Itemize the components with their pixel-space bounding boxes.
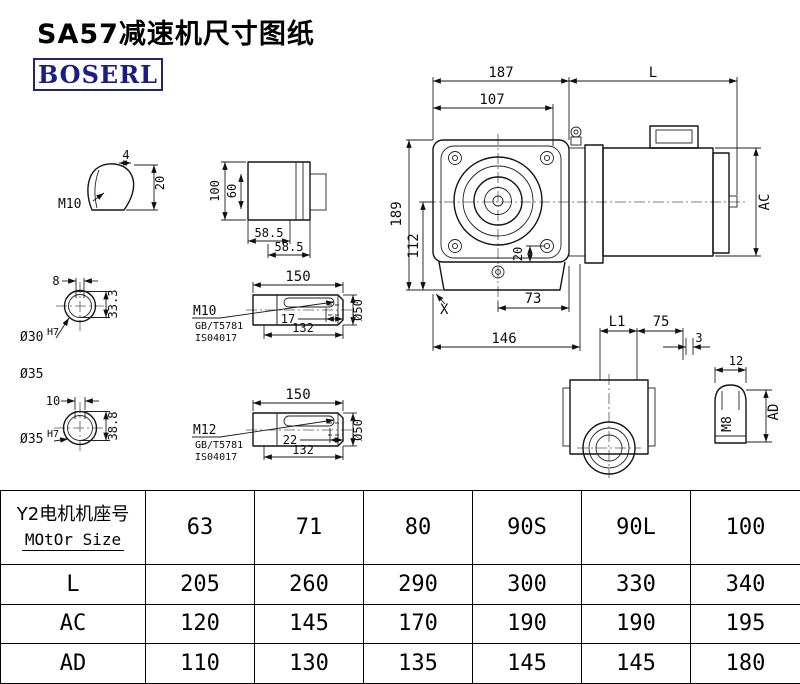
dim-s2-dia50-label: Ø50 — [351, 419, 365, 441]
motor-size-cell: 100 — [690, 490, 800, 565]
dim-585b-label: 58.5 — [275, 240, 304, 254]
dim-keyway10-label: 10 — [46, 394, 60, 408]
dim-AC-label: AC — [757, 194, 773, 211]
motor-frame-label-en: MOtOr Size — [21, 530, 125, 552]
dim-187-label: 187 — [488, 65, 513, 81]
value-cell: 180 — [690, 643, 800, 684]
dim-s1-150-label: 150 — [285, 269, 310, 285]
motor — [568, 125, 738, 264]
main-view: 187 L 107 189 112 20 73 — [389, 65, 773, 351]
dim-12-label: 12 — [729, 354, 743, 368]
dim-dia30-tol-label: H7 — [47, 327, 59, 338]
shaft-m12-detail: 150 M12 GB/T5781 IS04017 22 132 Ø50 — [192, 387, 365, 463]
dim-dia35-label: Ø35 — [20, 432, 43, 447]
dim-dia30-label: Ø30 — [20, 330, 43, 345]
dim-dia35-tol-label: H7 — [47, 429, 59, 440]
motor-size-cell: 90L — [581, 490, 691, 565]
value-cell: 195 — [690, 603, 800, 645]
dim-s2-132-label: 132 — [292, 443, 314, 457]
brand-logo: BOSERL — [33, 58, 163, 91]
flange-detail: 100 60 58.5 58.5 — [208, 161, 327, 258]
table-row-L: L 205 260 290 300 330 340 — [0, 563, 800, 605]
dim-s1-17-label: 17 — [281, 312, 295, 326]
value-cell: 290 — [363, 563, 473, 605]
dim-112-label: 112 — [406, 233, 422, 258]
technical-drawing: 187 L 107 189 112 20 73 — [20, 65, 782, 478]
motor-frame-label-cn: Y2电机机座号 — [16, 503, 130, 525]
dim-3-label: 3 — [695, 331, 702, 345]
label-s1-std2: IS04017 — [195, 333, 237, 344]
label-s2-std2: IS04017 — [195, 452, 237, 463]
dim-s1-dia50-label: Ø50 — [351, 299, 365, 321]
label-dia35: Ø35 — [20, 367, 43, 382]
value-cell: 120 — [145, 603, 255, 645]
motor-frame-header-cell: Y2电机机座号 MOtOr Size — [0, 490, 146, 565]
label-s2-m12: M12 — [193, 423, 216, 438]
value-cell: 145 — [254, 603, 364, 645]
label-plug-m10: M10 — [58, 197, 81, 212]
motor-size-cell: 80 — [363, 490, 473, 565]
label-m8: M8 — [720, 416, 735, 432]
dim-107-label: 107 — [479, 92, 504, 108]
dim-AD-label: AD — [766, 404, 782, 421]
table-header-row: Y2电机机座号 MOtOr Size 63 71 80 90S 90L 100 — [0, 490, 800, 565]
label-s1-std1: GB/T5781 — [195, 321, 243, 332]
label-s2-std1: GB/T5781 — [195, 440, 243, 451]
value-cell: 130 — [254, 643, 364, 684]
bore-30-detail: 8 Ø30 H7 33.3 — [20, 274, 120, 345]
dim-20-label: 20 — [511, 247, 525, 261]
plug-detail: 4 20 M10 — [58, 148, 167, 212]
dim-L-label: L — [649, 65, 657, 81]
dim-73-label: 73 — [525, 291, 542, 307]
value-cell: 300 — [472, 563, 582, 605]
spec-table: Y2电机机座号 MOtOr Size 63 71 80 90S 90L 100 … — [0, 490, 800, 684]
bore-35-detail: Ø35 10 Ø35 H7 38.8 — [20, 367, 120, 454]
dim-189-label: 189 — [389, 201, 405, 226]
dim-75-label: 75 — [653, 314, 670, 330]
row-label-cell: AC — [0, 603, 146, 645]
value-cell: 330 — [581, 563, 691, 605]
brand-logo-text: BOSERL — [37, 60, 159, 89]
dim-146-label: 146 — [491, 331, 516, 347]
page-title: SA57减速机尺寸图纸 — [37, 19, 315, 50]
shaft-m10-detail: 150 M10 GB/T5781 IS04017 17 132 Ø50 — [192, 269, 365, 344]
label-x: X — [440, 302, 449, 318]
motor-size-cell: 71 — [254, 490, 364, 565]
m8-plug-detail — [714, 384, 747, 444]
value-cell: 190 — [472, 603, 582, 645]
motor-size-cell: 63 — [145, 490, 255, 565]
table-row-AD: AD 110 130 135 145 145 180 — [0, 643, 800, 684]
value-cell: 145 — [472, 643, 582, 684]
dim-s2-150-label: 150 — [285, 387, 310, 403]
dim-keyway8-label: 8 — [52, 274, 59, 288]
eyebolt — [570, 126, 582, 146]
value-cell: 145 — [581, 643, 691, 684]
dim-L1-label: L1 — [609, 314, 626, 330]
row-label-cell: L — [0, 563, 146, 605]
motor-size-cell: 90S — [472, 490, 582, 565]
value-cell: 190 — [581, 603, 691, 645]
dim-60-label: 60 — [225, 184, 239, 198]
row-label-cell: AD — [0, 643, 146, 684]
dim-388-label: 38.8 — [106, 412, 120, 441]
value-cell: 205 — [145, 563, 255, 605]
side-view: L1 75 3 12 M8 A — [562, 314, 782, 478]
table-row-AC: AC 120 145 170 190 190 195 — [0, 603, 800, 645]
value-cell: 135 — [363, 643, 473, 684]
dim-s1-132-label: 132 — [292, 321, 314, 335]
dim-585a-label: 58.5 — [255, 226, 284, 240]
value-cell: 170 — [363, 603, 473, 645]
label-s1-m10: M10 — [193, 304, 216, 319]
dim-100-label: 100 — [208, 180, 222, 202]
dim-s2-22-label: 22 — [283, 433, 297, 447]
value-cell: 110 — [145, 643, 255, 684]
value-cell: 340 — [690, 563, 800, 605]
dim-333-label: 33.3 — [106, 290, 120, 319]
dim-plug-20-label: 20 — [153, 176, 167, 190]
value-cell: 260 — [254, 563, 364, 605]
dim-4-label: 4 — [122, 148, 129, 162]
